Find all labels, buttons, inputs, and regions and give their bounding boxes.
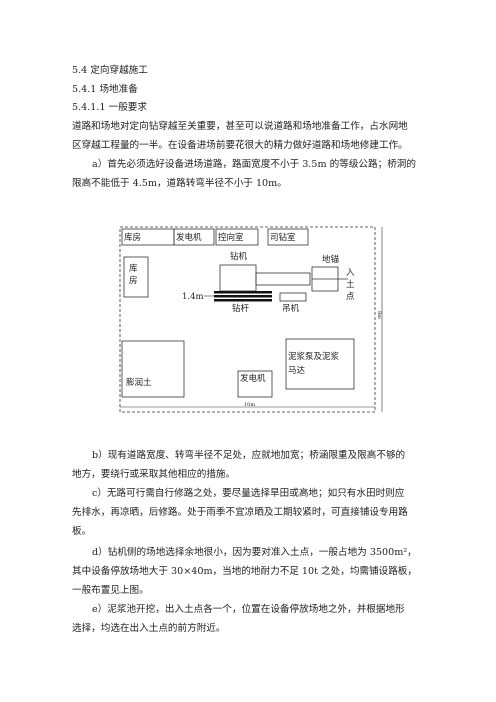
warehouse-side-label-1: 库 bbox=[129, 263, 138, 274]
para-b-line-2: 地方，要绕行或采取其他相应的措施。 bbox=[72, 469, 236, 480]
intro-line-1: 道路和场地对定向钻穿越至关重要，甚至可以说道路和场地准备工作，占水网地 bbox=[72, 121, 408, 132]
intro-line-2: 区穿越工程量的一半。在设备进场前要花很大的精力做好道路和场地修建工作。 bbox=[72, 140, 408, 151]
drill-frame-box bbox=[255, 272, 311, 286]
site-boundary bbox=[119, 226, 376, 413]
warehouse-side-label-2: 房 bbox=[129, 275, 138, 286]
drilling-rig-label: 钻机 bbox=[230, 251, 248, 262]
drilling-rig-box bbox=[219, 264, 257, 292]
mud-pump-box bbox=[285, 338, 355, 390]
para-c-line-2: 先排水，再凉晒，后修路。处于雨季不宜凉晒及工期较紧时，可直接铺设专用路 bbox=[72, 507, 408, 518]
para-c-line-1: c）无路可行需自行修路之处，要尽量选择旱田或高地；如只有水田时则应 bbox=[92, 488, 405, 499]
warehouse-top-label: 库房 bbox=[124, 232, 141, 243]
drill-rod-3 bbox=[214, 299, 272, 302]
para-d-line-2: 其中设备停放场地大于 30×40m，当地的地耐力不足 10t 之处，均需铺设路板… bbox=[72, 566, 417, 577]
mud-pump-label-1: 泥浆泵及泥浆 bbox=[288, 351, 340, 362]
warehouse-side-box bbox=[123, 256, 149, 298]
heading-section: 5.4 定向穿越施工 bbox=[72, 65, 148, 76]
crane-label: 吊机 bbox=[282, 303, 300, 314]
mud-pump-label-2: 马达 bbox=[288, 365, 306, 376]
drill-rod-label: 钻杆 bbox=[232, 303, 250, 314]
para-e-line-2: 选择，均选在出入土点的前方附近。 bbox=[72, 623, 226, 634]
crane-box bbox=[279, 292, 307, 302]
site-layout-diagram: 库房 发电机 控向室 司钻室 库 房 钻机 地锚 入 土 点 1.4m 钻杆 吊… bbox=[119, 226, 383, 413]
para-c-line-3: 板。 bbox=[72, 526, 92, 537]
driller-room-label: 司钻室 bbox=[270, 232, 296, 243]
control-room-label: 控向室 bbox=[218, 232, 244, 243]
bentonite-box bbox=[121, 340, 185, 398]
ground-anchor-label: 地锚 bbox=[322, 254, 340, 265]
para-b-line-1: b）现有道路宽度、转弯半径不足处，应就地加宽；桥涵限重及限高不够的 bbox=[92, 450, 406, 461]
width-dimension-label: 1.4m bbox=[182, 292, 204, 302]
generator-top-box bbox=[173, 228, 215, 246]
heading-subsubsection: 5.4.1.1 一般要求 bbox=[72, 102, 147, 113]
entry-label-2: 土 bbox=[346, 279, 355, 290]
entry-label-1: 入 bbox=[346, 268, 355, 278]
heading-subsection: 5.4.1 场地准备 bbox=[72, 84, 138, 95]
generator-top-label: 发电机 bbox=[176, 232, 202, 243]
drill-rod-1 bbox=[214, 291, 272, 294]
para-e-line-1: e）泥浆池开挖，出入土点各一个，位置在设备停放场地之外，并根据地形 bbox=[92, 604, 405, 615]
generator-bottom-box bbox=[237, 370, 273, 398]
drill-rod-2 bbox=[214, 295, 272, 298]
para-a-line-2: 限高不能低于 4.5m，道路转弯半径不小于 10m。 bbox=[72, 178, 287, 189]
para-d-line-3: 一般布置见上图。 bbox=[72, 585, 149, 596]
para-a-line-1: a）首先必须选好设备进场道路，路面宽度不小于 3.5m 的等级公路；桥洞的 bbox=[92, 159, 416, 170]
generator-bottom-label: 发电机 bbox=[240, 373, 266, 384]
side-dimension-label: 8m bbox=[376, 311, 382, 319]
para-d-line-1: d）钻机侧的场地选择余地很小，因为要对准入土点，一般占地为 3500m²， bbox=[92, 547, 417, 558]
control-room-box bbox=[215, 228, 259, 246]
bentonite-label: 膨润土 bbox=[126, 377, 152, 388]
bottom-dimension-label: 10m bbox=[244, 402, 255, 408]
entry-label-3: 点 bbox=[346, 292, 355, 302]
driller-room-box bbox=[267, 228, 309, 246]
